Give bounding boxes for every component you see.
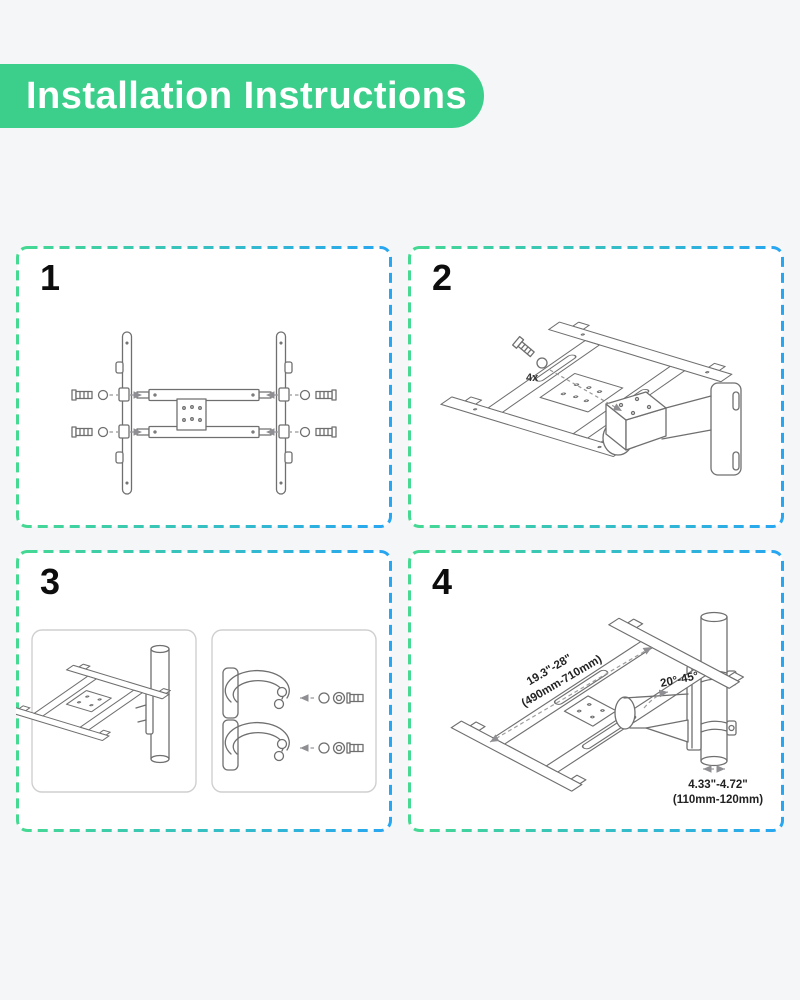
washer-icon — [536, 357, 548, 369]
step-2-panel: 2 — [408, 246, 784, 528]
washer-bolt-set-icon — [300, 741, 364, 755]
step-2-diagram-attach-frame-to-arm: 4x — [440, 321, 742, 476]
tilt-angle-arrow — [643, 689, 669, 709]
pole-clamp-icon — [222, 719, 290, 771]
bolt-washer-icon — [71, 389, 109, 401]
step-1-number: 1 — [40, 257, 61, 298]
step-4-number: 4 — [432, 561, 453, 602]
pole-icon — [700, 611, 728, 767]
step-1-diagram-exploded-crossbars — [71, 331, 337, 495]
screw-icon — [511, 335, 535, 358]
header-banner: Installation Instructions — [0, 64, 484, 128]
pole-clamp-icon — [222, 667, 290, 719]
monitor-arm-icon — [602, 382, 742, 476]
pole-diameter-inches-label: 4.33"-4.72" — [688, 779, 748, 791]
washer-bolt-set-icon — [300, 691, 364, 705]
bolt-washer-icon — [71, 426, 109, 438]
step-3-panel: 3 — [16, 550, 392, 832]
page-title: Installation Instructions — [26, 74, 468, 117]
arm-length-dimension-arrow — [489, 646, 653, 743]
step-1-border — [16, 246, 392, 528]
frame-on-pole-icon — [16, 663, 172, 741]
step-2-number: 2 — [432, 257, 453, 298]
bolt-washer-icon — [299, 389, 337, 401]
bolt-washer-icon — [299, 426, 337, 438]
step-3-diagram-pole-mounting — [16, 629, 377, 793]
hardware-count-label: 4x — [526, 372, 539, 384]
pole-diameter-mm-label: (110mm-120mm) — [673, 794, 763, 806]
step-1-panel: 1 — [16, 246, 392, 528]
step-4-panel: 4 — [408, 550, 784, 832]
step-3-number: 3 — [40, 561, 61, 602]
step-4-diagram-dimensions: 19.3"-28" (490mm-710mm) 20°-45° 4.33"-4.… — [450, 611, 763, 806]
